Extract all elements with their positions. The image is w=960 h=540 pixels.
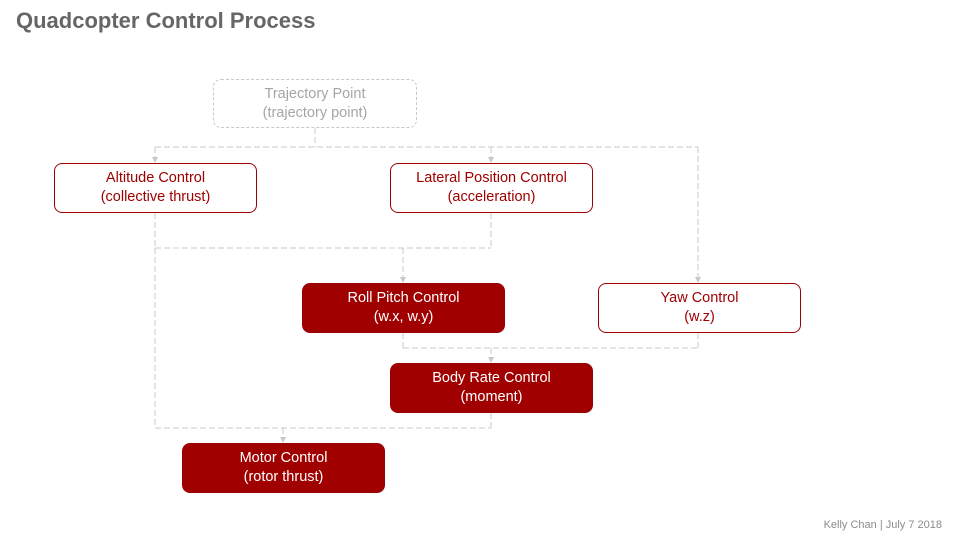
body-rate-control-node: Body Rate Control (moment) [390, 363, 593, 413]
altitude-control-label: Altitude Control [105, 170, 206, 186]
trajectory-point-node: Trajectory Point (trajectory point) [213, 79, 417, 128]
motor-control-sublabel: (rotor thrust) [243, 469, 324, 485]
body-rate-control-label: Body Rate Control [432, 370, 551, 386]
trajectory-point-sublabel: (trajectory point) [262, 104, 368, 121]
page-title: Quadcopter Control Process [16, 8, 316, 33]
trajectory-point-label: Trajectory Point [264, 85, 366, 102]
motor-control-node: Motor Control (rotor thrust) [182, 443, 385, 493]
motor-control-label: Motor Control [239, 450, 328, 466]
lateral-position-control-label: Lateral Position Control [416, 170, 567, 186]
roll-pitch-control-label: Roll Pitch Control [347, 290, 460, 306]
yaw-control-sublabel: (w.z) [684, 309, 715, 325]
yaw-control-node: Yaw Control (w.z) [598, 283, 801, 333]
footer-credit: Kelly Chan | July 7 2018 [823, 519, 942, 531]
body-rate-control-sublabel: (moment) [460, 389, 523, 405]
altitude-control-sublabel: (collective thrust) [100, 189, 211, 205]
lateral-position-control-node: Lateral Position Control (acceleration) [390, 163, 593, 213]
yaw-control-label: Yaw Control [660, 290, 739, 306]
roll-pitch-control-node: Roll Pitch Control (w.x, w.y) [302, 283, 505, 333]
lateral-position-control-sublabel: (acceleration) [447, 189, 536, 205]
roll-pitch-control-sublabel: (w.x, w.y) [373, 309, 434, 325]
altitude-control-node: Altitude Control (collective thrust) [54, 163, 257, 213]
